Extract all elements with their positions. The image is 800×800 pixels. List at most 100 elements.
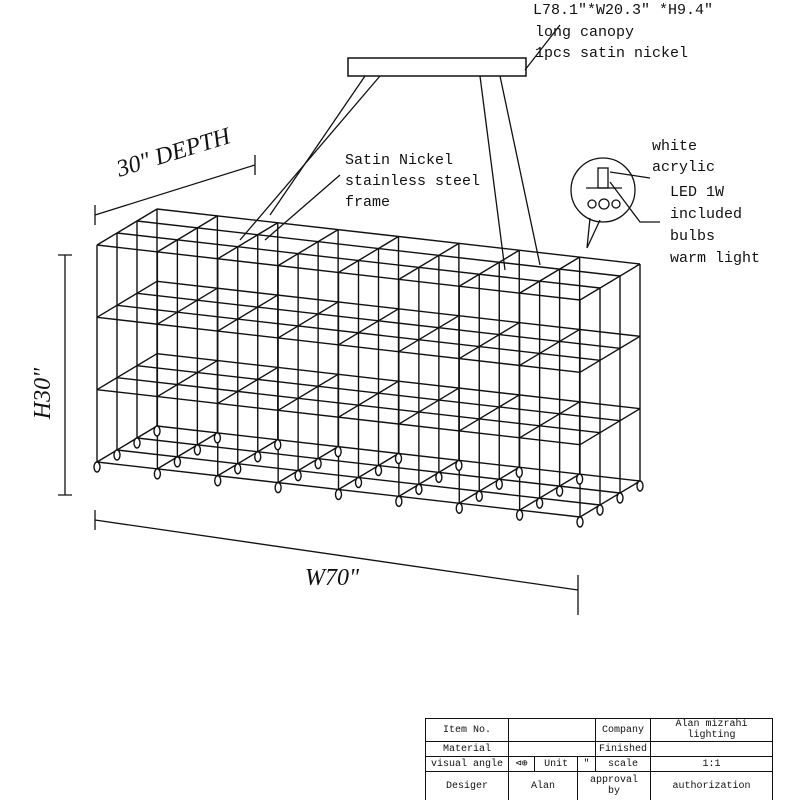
suspension-cable bbox=[479, 75, 506, 271]
led-bulb bbox=[213, 432, 222, 444]
frame-rod bbox=[579, 480, 641, 518]
projection-symbol-icon: ⊲⊕ bbox=[507, 756, 536, 772]
frame-rod bbox=[398, 242, 460, 280]
scale: 1:1 bbox=[650, 756, 774, 772]
width-dimension-line bbox=[94, 510, 579, 615]
frame-rod bbox=[579, 335, 641, 373]
item-no bbox=[508, 718, 596, 742]
led-bulb bbox=[153, 468, 162, 480]
frame-rod bbox=[579, 408, 641, 446]
frame-rod bbox=[217, 294, 279, 332]
led-bulb bbox=[515, 466, 523, 478]
frame-rod bbox=[579, 263, 641, 301]
frame-rod bbox=[338, 452, 399, 491]
detail-label: white bbox=[652, 138, 698, 155]
led-bulb bbox=[254, 451, 262, 463]
led-bulb bbox=[475, 490, 483, 502]
frame-rod bbox=[217, 439, 279, 477]
led-bulb bbox=[555, 485, 564, 497]
led-bulb bbox=[193, 444, 202, 456]
frame-label: frame bbox=[345, 194, 391, 211]
frame-rod bbox=[217, 366, 279, 405]
frame-rod bbox=[519, 473, 580, 511]
finished bbox=[650, 741, 774, 757]
frame-rod bbox=[217, 222, 279, 260]
led-bulb bbox=[153, 425, 161, 437]
frame-rod bbox=[398, 459, 460, 497]
frame-label: stainless steel bbox=[345, 173, 481, 190]
led-bulb bbox=[576, 516, 584, 528]
frame-rod bbox=[157, 432, 218, 470]
canopy-size: L78.1"*W20.3" *H9.4" bbox=[533, 2, 714, 19]
detail-label: included bbox=[670, 206, 743, 223]
led-bulb bbox=[455, 502, 463, 514]
suspension-cable bbox=[499, 75, 541, 266]
frame-rod bbox=[519, 401, 580, 439]
unit-label: Unit bbox=[534, 756, 579, 772]
material-label: Material bbox=[425, 741, 509, 757]
detail-label: bulbs bbox=[670, 228, 716, 245]
detail-callout-circle bbox=[570, 157, 636, 223]
led-bulb bbox=[455, 459, 463, 472]
frame-rod bbox=[338, 308, 399, 346]
material bbox=[508, 741, 596, 757]
led-bulb bbox=[575, 473, 584, 485]
led-bulb bbox=[214, 475, 222, 487]
led-bulb bbox=[113, 449, 121, 461]
frame-rod bbox=[277, 373, 339, 411]
frame-rod bbox=[398, 387, 460, 425]
frame-rod bbox=[458, 394, 520, 432]
led-bulb bbox=[234, 463, 242, 475]
led-bulb bbox=[173, 456, 182, 468]
height-dimension: H30" bbox=[30, 367, 57, 420]
company-label: Company bbox=[594, 718, 652, 742]
frame-rod bbox=[96, 208, 158, 246]
led-bulb bbox=[314, 457, 322, 470]
led-bulb bbox=[616, 492, 624, 504]
led-bulb-icon bbox=[597, 167, 609, 189]
finished-label: Finished bbox=[594, 741, 652, 757]
led-bulb bbox=[495, 478, 503, 490]
frame-rod bbox=[277, 229, 339, 267]
led-bulb bbox=[274, 439, 282, 451]
led-bulb bbox=[354, 476, 363, 489]
scale-label: scale bbox=[594, 756, 652, 772]
frame-rod bbox=[277, 301, 339, 339]
designer: Alan bbox=[507, 771, 579, 800]
frame-rod bbox=[519, 328, 580, 367]
item-no-label: Item No. bbox=[425, 718, 509, 742]
frame-rod bbox=[398, 315, 460, 353]
detail-label: LED 1W bbox=[670, 184, 725, 201]
led-bulb bbox=[435, 471, 443, 484]
frame-rod bbox=[458, 321, 520, 360]
suspension-cable bbox=[239, 75, 381, 241]
led-bulb bbox=[395, 495, 403, 508]
suspension-cable bbox=[269, 75, 366, 216]
frame-rod bbox=[458, 466, 520, 504]
led-bulb bbox=[535, 497, 544, 509]
frame-rod bbox=[96, 280, 158, 318]
authorization: authorization bbox=[650, 771, 774, 800]
frame-label: Satin Nickel bbox=[345, 152, 454, 169]
frame-rod bbox=[338, 235, 399, 274]
depth-dimension-line bbox=[94, 155, 256, 225]
frame-rod bbox=[519, 256, 580, 294]
led-bulb bbox=[294, 469, 302, 482]
led-bulb bbox=[374, 464, 383, 477]
detail-label: acrylic bbox=[652, 159, 716, 176]
approval-label: approval by bbox=[577, 771, 652, 800]
designer-label: Desiger bbox=[425, 771, 509, 800]
led-bulb bbox=[334, 445, 342, 458]
detail-label: warm light bbox=[670, 250, 761, 267]
frame-rod bbox=[96, 425, 158, 463]
canopy-finish: 1pcs satin nickel bbox=[535, 45, 689, 62]
led-bulb bbox=[93, 461, 101, 473]
frame-rod bbox=[458, 249, 520, 287]
led-bulb bbox=[274, 481, 282, 494]
frame-rod bbox=[338, 380, 399, 418]
unit: " bbox=[577, 756, 596, 772]
company: Alan mizrahi lighting bbox=[650, 718, 774, 742]
